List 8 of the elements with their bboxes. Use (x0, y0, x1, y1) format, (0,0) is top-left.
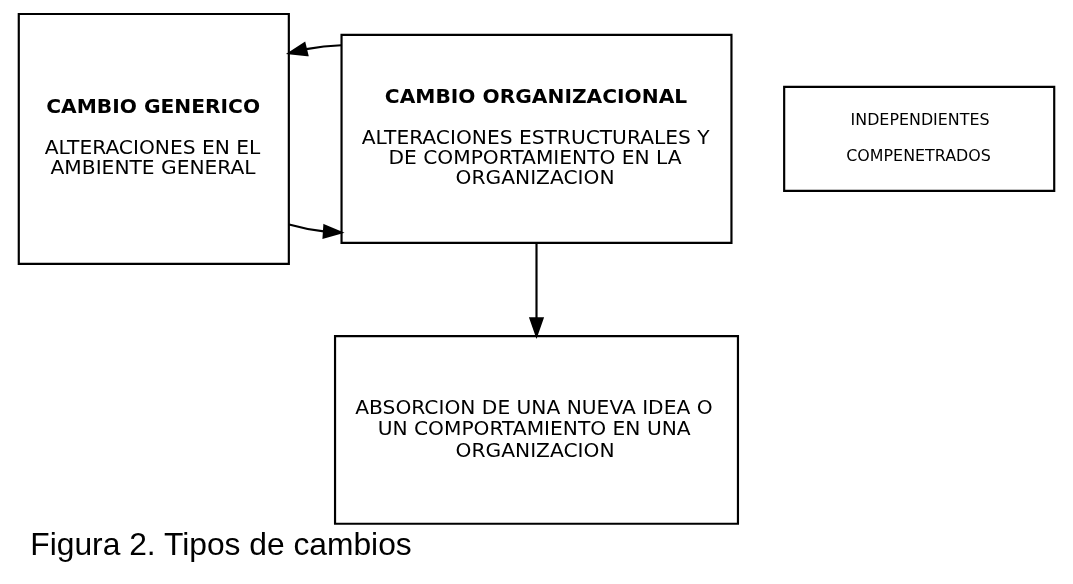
caption: Figura 2. Tipos de cambios (30, 525, 412, 562)
arrow (288, 223, 345, 239)
node-box: CAMBIO ORGANIZACIONAL ALTERACIONES ESTRUCTURALES Y DE COMPORTAMIENTO EN LA ORGANIZACION (340, 33, 733, 244)
node-box: CAMBIO GENERICO ALTERACIONES EN EL AMBIENTE GENERAL (17, 12, 290, 265)
arrow (528, 243, 545, 340)
arrow (285, 41, 342, 57)
node-box: INDEPENDIENTES COMPENETRADOS (783, 85, 1056, 192)
node-box: ABSORCION DE UNA NUEVA IDEA O UN COMPORTAMIENTO EN UNA ORGANIZACION (333, 334, 740, 525)
